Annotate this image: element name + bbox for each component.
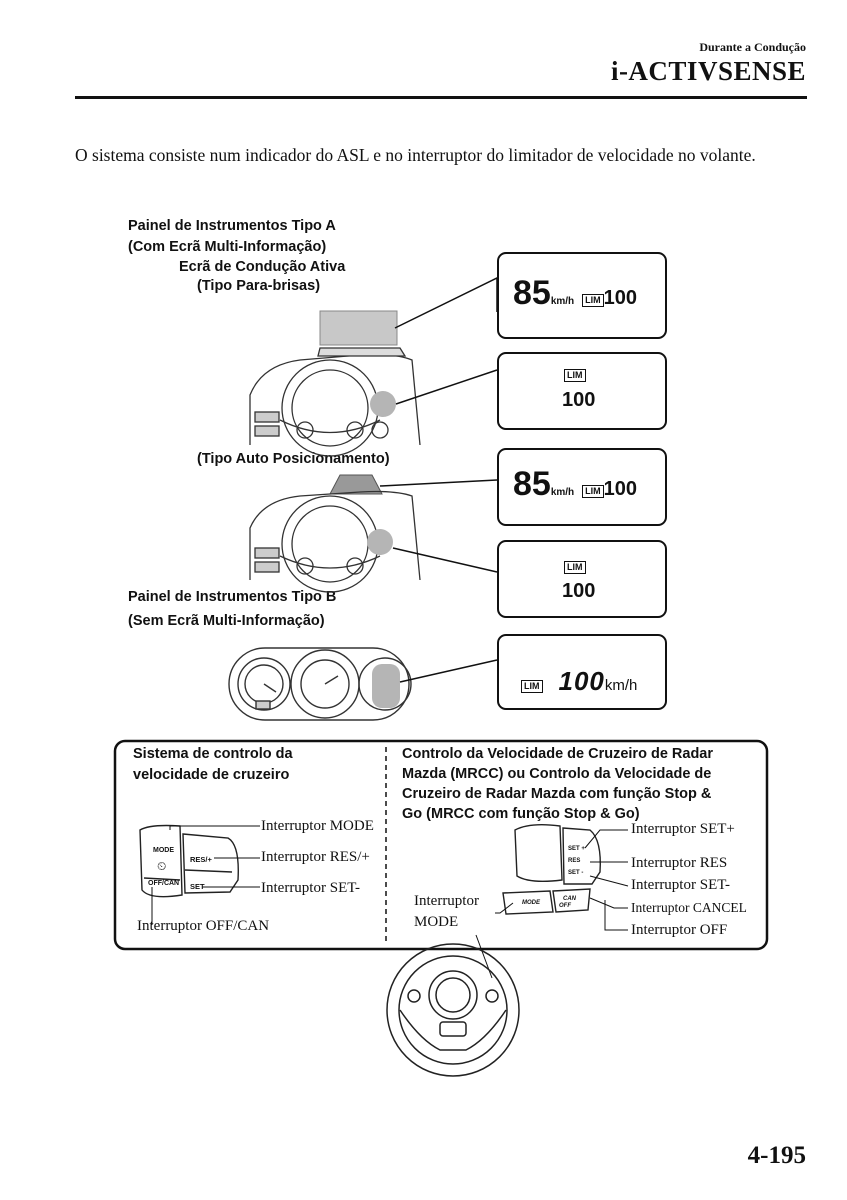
meter-display-area-2 — [367, 529, 393, 555]
active-display-label: Ecrã de Condução Ativa — [179, 259, 346, 275]
steering-wheel-drawing — [386, 943, 520, 1077]
panel-a-subtitle: (Com Ecrã Multi-Informação) — [128, 239, 327, 255]
panel-b-subtitle: (Sem Ecrã Multi-Informação) — [128, 613, 325, 629]
mrcc-btn-off: OFF — [559, 903, 571, 909]
display-meter-auto: LIM 100 — [497, 540, 667, 618]
label-off-switch: Interruptor OFF — [631, 922, 728, 938]
speed-unit: km/h — [550, 296, 575, 307]
label-setplus-switch: Interruptor SET+ — [631, 821, 735, 837]
windshield-type-label: (Tipo Para-brisas) — [197, 278, 321, 294]
mrcc-title-2: Mazda (MRCC) ou Controlo da Velocidade d… — [402, 766, 712, 782]
display-meter-b: LIM 100km/h — [497, 634, 667, 710]
label-offcan-switch: Interruptor OFF/CAN — [137, 918, 270, 934]
limit-value: 100 — [562, 580, 596, 602]
label-res-switch-mrcc: Interruptor RES — [631, 855, 728, 871]
lim-indicator: LIM — [582, 484, 604, 498]
label-cancel-switch: Interruptor CANCEL — [631, 900, 747, 915]
limit-unit: km/h — [604, 677, 638, 694]
windshield-hud-area — [319, 310, 398, 346]
cruise-icon: ⏲ — [157, 859, 167, 873]
panel-a-title: Painel de Instrumentos Tipo A — [128, 218, 336, 234]
cruise-leader-lines — [151, 825, 260, 925]
dashboard-drawing-1 — [249, 347, 421, 457]
limit-value: 100 — [603, 478, 638, 500]
limit-segment-value: 100 — [558, 666, 605, 696]
speed-value: 85 — [513, 465, 551, 503]
mrcc-leader-lines — [475, 829, 629, 979]
display-meter-a: LIM 100 — [497, 352, 667, 430]
type-b-cluster — [228, 647, 412, 721]
lim-indicator: LIM — [564, 560, 586, 574]
panel-b-title: Painel de Instrumentos Tipo B — [128, 589, 337, 605]
mrcc-btn-setminus: SET - — [568, 870, 584, 876]
meter-display-area-b — [372, 664, 400, 708]
btn-res-label: RES/+ — [190, 855, 212, 864]
mrcc-btn-mode: MODE — [522, 900, 540, 906]
label-mode-switch-mrcc-1: Interruptor — [414, 893, 479, 909]
speed-value: 85 — [513, 274, 551, 312]
label-set-switch: Interruptor SET- — [261, 880, 361, 896]
speed-unit: km/h — [550, 487, 575, 498]
label-mode-switch-mrcc-2: MODE — [414, 914, 459, 930]
mrcc-switch-drawing — [502, 823, 601, 915]
header-rule — [75, 96, 807, 99]
dashboard-drawing-2 — [249, 490, 421, 593]
btn-mode-label: MODE — [153, 847, 174, 854]
limit-value: 100 — [562, 389, 596, 411]
btn-offcan-label: OFF/CAN — [148, 880, 180, 887]
mrcc-title-1: Controlo da Velocidade de Cruzeiro de Ra… — [402, 746, 714, 762]
cruise-title-1: Sistema de controlo da — [133, 746, 293, 762]
chapter-title: i-ACTIVSENSE — [610, 56, 806, 86]
page-number: 4-195 — [747, 1142, 806, 1169]
intro-paragraph: O sistema consiste num indicador do ASL … — [75, 145, 756, 165]
limit-value: 100 — [603, 287, 638, 309]
meter-display-area-1 — [370, 391, 396, 417]
mrcc-title-4: Go (MRCC com função Stop & Go) — [402, 806, 640, 822]
lim-indicator: LIM — [521, 679, 543, 693]
mrcc-title-3: Cruzeiro de Radar Mazda com função Stop … — [402, 786, 712, 802]
mrcc-btn-can: CAN — [563, 896, 576, 902]
cruise-switch-drawing — [139, 824, 239, 898]
btn-set-label: SET — [190, 882, 205, 891]
switch-section-box — [113, 739, 769, 951]
lim-indicator: LIM — [564, 368, 586, 382]
mrcc-btn-setplus: SET + — [568, 846, 585, 852]
label-setminus-switch: Interruptor SET- — [631, 877, 731, 893]
auto-hud-panel — [329, 474, 383, 495]
section-title: Durante a Condução — [699, 40, 806, 54]
lim-indicator: LIM — [582, 293, 604, 307]
label-mode-switch: Interruptor MODE — [261, 818, 374, 834]
cruise-title-2: velocidade de cruzeiro — [133, 767, 290, 783]
mrcc-btn-res: RES — [568, 858, 581, 864]
label-res-switch: Interruptor RES/+ — [261, 849, 370, 865]
